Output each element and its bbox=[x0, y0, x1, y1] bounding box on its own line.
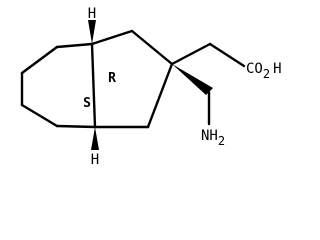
carboxylic-acid-subscript: 2 bbox=[263, 67, 270, 81]
amine-nh: NH bbox=[201, 128, 218, 144]
bond-c4-c5 bbox=[20, 103, 59, 128]
carboxylic-acid-h: H bbox=[273, 61, 281, 77]
bond-c1-c2 bbox=[55, 42, 94, 49]
stereo-descriptor-s: S bbox=[83, 96, 91, 111]
bond-c8-c9 bbox=[146, 62, 174, 129]
bond-c2-c3 bbox=[20, 45, 59, 75]
hydrogen-top-label: H bbox=[88, 6, 96, 22]
wedge-bond-top-h bbox=[88, 20, 96, 44]
bond-c5-c6 bbox=[55, 124, 97, 129]
bond-c8-ch2-acid bbox=[170, 42, 212, 66]
wedge-bond-aminomethyl bbox=[172, 64, 213, 95]
bond-fusion bbox=[90, 42, 97, 129]
hydrogen-bottom-label: H bbox=[91, 152, 99, 168]
bond-c1-c7 bbox=[90, 29, 134, 46]
carboxylic-acid-co: CO bbox=[246, 61, 263, 77]
bond-c7-c8 bbox=[130, 29, 174, 66]
wedge-bond-bottom-h bbox=[91, 127, 99, 150]
amine-subscript: 2 bbox=[218, 134, 225, 148]
bond-ch2-acid-carbon bbox=[208, 42, 246, 68]
amine-label: NH2 bbox=[201, 128, 225, 148]
stereo-descriptor-r: R bbox=[108, 71, 116, 86]
